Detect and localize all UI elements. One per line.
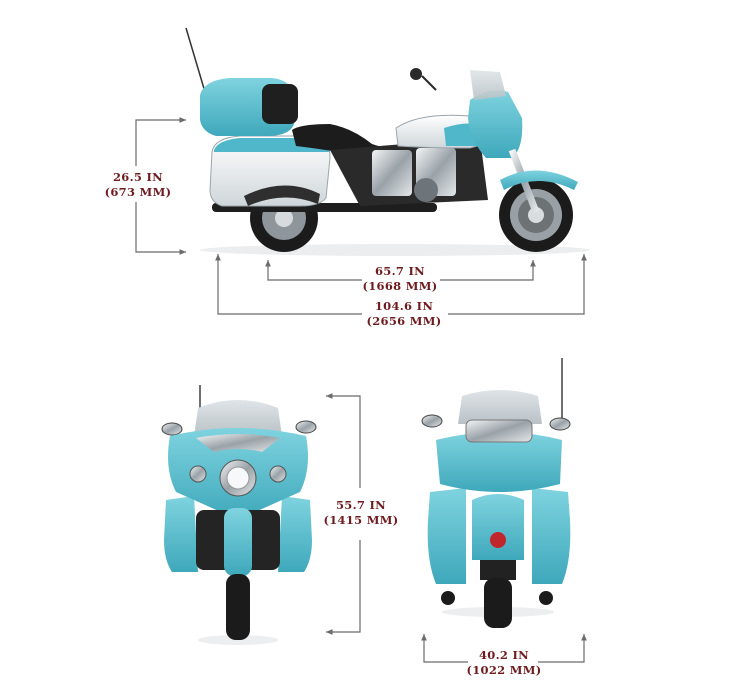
- overall-height-imperial: 55.7 IN: [335, 498, 386, 512]
- windshield-side: [470, 70, 506, 100]
- overall-width-label: 40.2 IN (1022 MM): [462, 648, 546, 678]
- seat-height-imperial: 26.5 IN: [112, 170, 163, 184]
- windshield-rear: [458, 390, 542, 424]
- driving-light-right: [269, 465, 287, 483]
- overall-length-metric: (2656 MM): [366, 314, 442, 328]
- rear-view-motorcycle: [421, 358, 571, 628]
- front-fender-front: [224, 508, 252, 576]
- rear-fender: [472, 494, 524, 560]
- overall-height-label: 55.7 IN (1415 MM): [320, 498, 402, 528]
- exhaust-right: [539, 591, 553, 605]
- front-tire-front: [226, 574, 250, 640]
- mirror-left-front: [161, 422, 183, 436]
- saddlebag-right-front: [278, 496, 312, 572]
- saddlebag-left-front: [164, 496, 198, 572]
- mirror-right-front: [295, 420, 317, 434]
- fairing-side: [468, 90, 523, 158]
- seat-height-label: 26.5 IN (673 MM): [100, 170, 176, 200]
- exhaust-left: [441, 591, 455, 605]
- saddlebag-right-rear: [532, 488, 571, 584]
- windshield-front: [194, 400, 282, 436]
- front-fender-side: [500, 170, 578, 190]
- overall-length-label: 104.6 IN (2656 MM): [358, 299, 450, 329]
- front-wheel: [499, 178, 573, 252]
- front-view-motorcycle: [161, 385, 317, 645]
- seat-height-dimension-line: [135, 117, 186, 255]
- mirror-right-rear: [549, 417, 571, 431]
- mirror-left-rear: [421, 414, 443, 428]
- tail-light: [490, 532, 506, 548]
- saddlebag-left-rear: [427, 488, 466, 584]
- wheelbase-metric: (1668 MM): [362, 279, 438, 293]
- overall-height-metric: (1415 MM): [323, 513, 399, 527]
- wheelbase-dimension-line: [265, 260, 536, 281]
- mirror-side: [410, 68, 422, 80]
- overall-width-metric: (1022 MM): [466, 663, 542, 677]
- wheelbase-imperial: 65.7 IN: [374, 264, 425, 278]
- overall-width-imperial: 40.2 IN: [478, 648, 529, 662]
- overall-length-imperial: 104.6 IN: [374, 299, 434, 313]
- side-view-motorcycle: [185, 27, 590, 256]
- overall-height-dimension-line: [326, 393, 361, 635]
- driving-light-left: [189, 465, 207, 483]
- wheelbase-label: 65.7 IN (1668 MM): [358, 264, 442, 294]
- rear-tire-rear: [484, 578, 512, 628]
- trunk-rear: [436, 432, 562, 492]
- seat-height-metric: (673 MM): [104, 185, 172, 199]
- license-plate-bracket: [480, 560, 516, 580]
- luggage-rack: [465, 419, 533, 443]
- overall-width-dimension-line: [421, 634, 587, 663]
- antenna-side: [185, 27, 206, 93]
- overall-length-dimension-line: [215, 254, 587, 315]
- engine-side: [372, 148, 456, 202]
